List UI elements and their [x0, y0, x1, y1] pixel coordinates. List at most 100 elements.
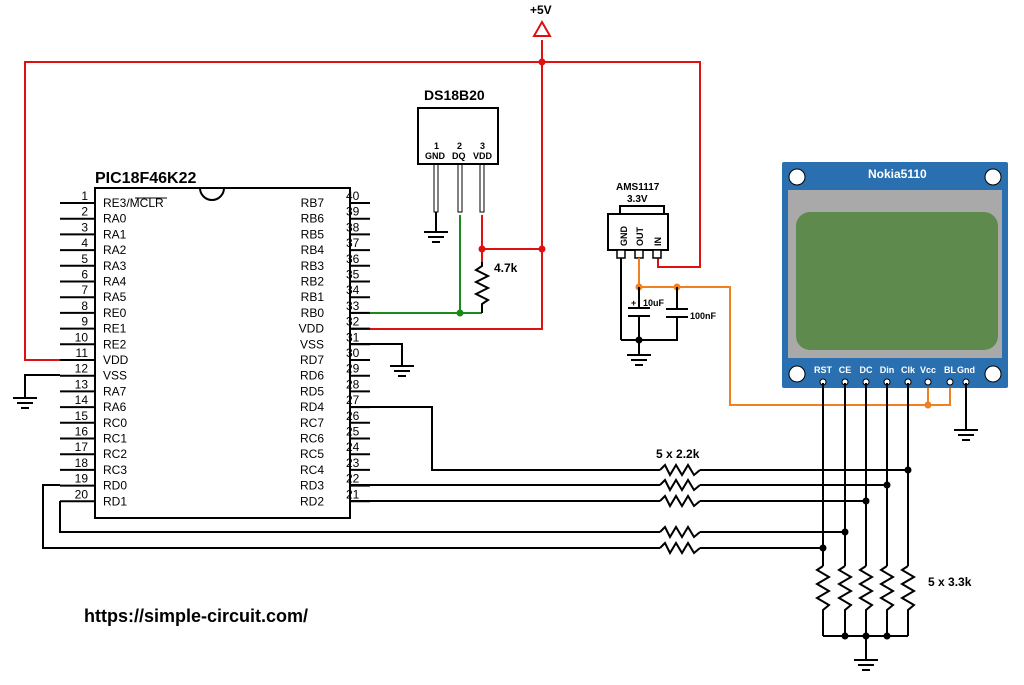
pulldown-resistor: [900, 565, 916, 636]
mcu-pin-name: RA7: [103, 384, 127, 398]
pulldown-junctions: [841, 632, 891, 640]
mcu-pin-name: RB3: [301, 259, 325, 273]
pulldown-resistor: [815, 565, 831, 636]
mcu-pin-number: 29: [346, 362, 360, 376]
sensor-name: DS18B20: [424, 87, 485, 103]
lcd-pin-label: Vcc: [920, 365, 936, 375]
series-resistors-label: 5 x 2.2k: [656, 447, 700, 461]
mcu-pin-name: RB4: [301, 243, 325, 257]
mcu-pin-name: RD7: [300, 353, 324, 367]
pulldown-resistor: [837, 565, 853, 636]
mcu-pin-number: 9: [81, 315, 88, 329]
mcu-pin-name: RC4: [300, 463, 324, 477]
mcu-pin-name: RD2: [300, 494, 324, 508]
mcu-pin-name: RD1: [103, 494, 127, 508]
mcu-pin-number: 18: [75, 456, 89, 470]
lcd-pin-pad: [924, 378, 932, 386]
junction-dot: [924, 401, 932, 409]
lcd-pin-pad: [946, 378, 954, 386]
mcu-pin-name: VDD: [103, 353, 129, 367]
mcu-pin-number: 7: [81, 283, 88, 297]
mcu-pin-number: 28: [346, 377, 360, 391]
mcu-pin-name: RB0: [301, 306, 325, 320]
supply-net: [24, 40, 701, 361]
mcu-pin-number: 16: [75, 425, 89, 439]
mcu-pin-number: 30: [346, 346, 360, 360]
lcd-pin-label: Gnd: [957, 365, 975, 375]
temperature-sensor: DS18B20 1 2 3 GND DQ VDD: [417, 87, 499, 243]
mcu-pin-number: 35: [346, 268, 360, 282]
regulator-pin-in: IN: [653, 237, 663, 246]
mcu-pin-name: VSS: [300, 337, 324, 351]
sensor-pin-dq: DQ: [452, 151, 466, 161]
mcu-pin-name: RB7: [301, 196, 325, 210]
sensor-pin-num: 1: [434, 141, 439, 151]
mcu-pin-name: RA5: [103, 290, 127, 304]
mcu-pin-name: RE3/MCLR: [103, 196, 164, 210]
regulator-voltage: 3.3V: [627, 194, 648, 205]
series-resistor: [659, 463, 701, 478]
capacitor-10uf: [628, 287, 650, 340]
mcu-pin-number: 40: [346, 189, 360, 203]
capacitor-10uf-label: 10uF: [643, 298, 665, 308]
sensor-pin-vdd: VDD: [473, 151, 493, 161]
mcu-pin-number: 24: [346, 440, 360, 454]
mcu-pin-number: 36: [346, 252, 360, 266]
mcu-pin-number: 38: [346, 220, 360, 234]
mcu-pin-number: 3: [81, 220, 88, 234]
mcu-pin-number: 37: [346, 236, 360, 250]
mcu-pin-number: 27: [346, 393, 360, 407]
voltage-regulator: AMS1117 3.3V GND OUT IN: [607, 182, 669, 340]
mcu-pin-number: 23: [346, 456, 360, 470]
mcu-pin-name: RD6: [300, 369, 324, 383]
mcu-pin-name: RA4: [103, 275, 127, 289]
mcu-pin-name: RC5: [300, 447, 324, 461]
mcu-pin-number: 2: [81, 205, 88, 219]
lcd-pin-label: Din: [880, 365, 895, 375]
source-url: https://simple-circuit.com/: [84, 606, 309, 626]
series-resistor: [659, 494, 701, 509]
microcontroller-name: PIC18F46K22: [95, 170, 196, 187]
series-resistor: [659, 478, 701, 493]
mcu-pin-number: 34: [346, 283, 360, 297]
junction-dot: [538, 58, 546, 66]
mcu-pin-number: 26: [346, 409, 360, 423]
mcu-pin-number: 39: [346, 205, 360, 219]
pullup-value: 4.7k: [494, 261, 518, 275]
mcu-pin-name: RD0: [103, 479, 127, 493]
onewire-data-net: [350, 215, 482, 314]
mcu-pin-number: 15: [75, 409, 89, 423]
mcu-pin-number: 32: [346, 315, 360, 329]
lcd-pin-label: RST: [814, 365, 833, 375]
mcu-pin-number: 11: [76, 346, 89, 360]
mcu-pin-name: RE1: [103, 322, 127, 336]
lcd-pin-label: CE: [839, 365, 852, 375]
lcd-pin-label: DC: [860, 365, 873, 375]
mcu-pin-name: RE2: [103, 337, 127, 351]
regulator-pin-gnd: GND: [619, 226, 629, 247]
series-resistors: [659, 463, 701, 556]
mcu-pin-name: RA3: [103, 259, 127, 273]
regulator-name: AMS1117: [616, 182, 660, 193]
pullup-resistor: 4.7k: [473, 261, 518, 313]
mcu-pin-number: 22: [346, 472, 360, 486]
sensor-pin-num: 2: [457, 141, 462, 151]
mcu-pin-name: RD4: [300, 400, 324, 414]
junction-dot: [478, 245, 486, 253]
pulldown-resistor: [858, 565, 874, 636]
mcu-pin-number: 12: [75, 362, 89, 376]
junction-dot: [456, 309, 464, 317]
mcu-pin-number: 31: [346, 330, 360, 344]
mcu-pin-name: RA0: [103, 212, 127, 226]
mcu-pin-number: 33: [346, 299, 360, 313]
mcu-pin-name: RC6: [300, 432, 324, 446]
lcd-pin-label: BL: [944, 365, 956, 375]
junction-dot: [538, 245, 546, 253]
mcu-pin-name: RB6: [301, 212, 325, 226]
mcu-pin-name: RD3: [300, 479, 324, 493]
capacitor-100nf: [621, 287, 688, 341]
regulator-pin-out: OUT: [635, 227, 645, 247]
